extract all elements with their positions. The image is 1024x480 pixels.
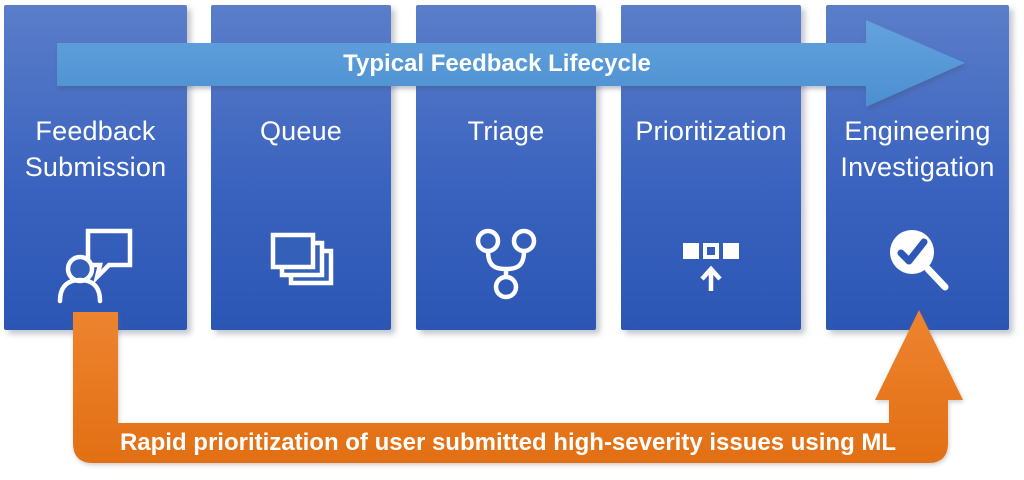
- stage-label: Triage: [467, 116, 545, 146]
- ml-arrow-label: Rapid prioritization of user submitted h…: [119, 429, 897, 456]
- person-feedback-icon: [4, 221, 187, 305]
- stage-label: Queue: [259, 116, 343, 146]
- stage-label: Prioritization: [635, 116, 787, 146]
- stage-label: Engineering Investigation: [840, 116, 995, 182]
- lifecycle-arrow-label: Typical Feedback Lifecycle: [343, 50, 651, 77]
- branch-icon: [416, 221, 596, 305]
- magnifier-check-icon: [826, 221, 1009, 305]
- ml-arrow: [73, 310, 963, 463]
- stage-label: Feedback Submission: [24, 116, 167, 182]
- card-stack-icon: [211, 221, 391, 305]
- lifecycle-arrow: [57, 20, 965, 107]
- priority-up-icon: [621, 221, 801, 305]
